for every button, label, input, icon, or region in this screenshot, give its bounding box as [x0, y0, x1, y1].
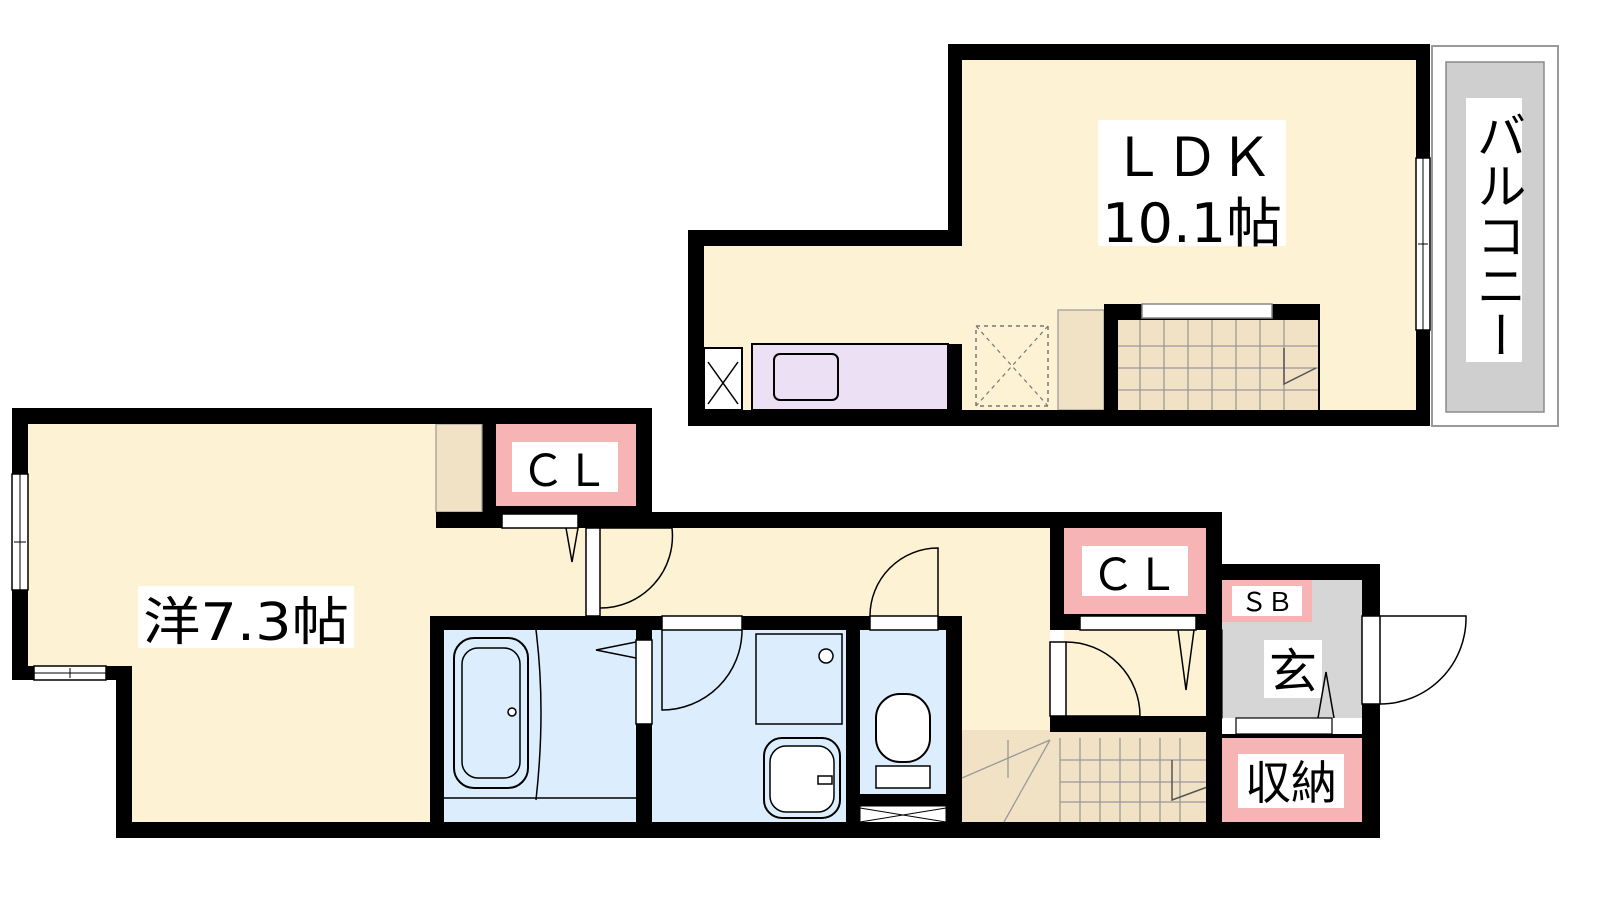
storage-label-bg [1238, 754, 1344, 808]
closet-1-door[interactable] [501, 513, 579, 529]
closet-2-label-bg [1082, 546, 1188, 596]
faucet [817, 775, 833, 785]
stair-rail [1141, 303, 1273, 319]
hall-door-swing [1065, 641, 1141, 717]
storage-label: 収納 [1245, 756, 1337, 810]
bathtub-drain [507, 707, 517, 717]
washing-machine [755, 633, 843, 725]
western-label-bg [138, 586, 354, 648]
ldk-beige-block [1057, 309, 1105, 411]
closet-2-door-swing [1177, 629, 1195, 691]
upper-stairs [1118, 320, 1318, 410]
storage-box-cross [975, 325, 1049, 407]
shoe-box-label-bg [1232, 586, 1302, 616]
closet-1-door-swing [565, 527, 579, 563]
closet-1-label: ＣＬ [521, 446, 609, 497]
lower-floor: ＣＬ [11, 408, 1467, 838]
upper-stair-arrow [1283, 348, 1317, 386]
toilet-door[interactable] [869, 615, 939, 631]
washroom-door-swing [661, 629, 743, 711]
fridge-cross [707, 361, 739, 405]
ldk-label-bg [1098, 120, 1286, 246]
hall-lower-floor [1064, 630, 1208, 720]
bath-sliding-door[interactable] [635, 639, 653, 725]
front-door-swing [1379, 615, 1467, 705]
counter-end-wall [948, 344, 962, 410]
entrance-right-wall-top [1362, 564, 1380, 616]
bathtub-inner [461, 647, 521, 779]
toilet-tank [875, 765, 931, 789]
lower-stair-arrow [1171, 760, 1211, 802]
toilet-bowl [875, 693, 931, 763]
wash-basin-inner [769, 745, 835, 813]
closet-2-label: ＣＬ [1091, 550, 1179, 601]
closet-1-label-bg [512, 442, 618, 492]
entrance-bottom-line [1235, 717, 1333, 735]
bath-door[interactable] [595, 641, 637, 659]
ldk-name-label: ＬＤＫ [1111, 126, 1273, 189]
washing-machine-dial [818, 648, 834, 664]
entrance-label: 玄 [1269, 644, 1317, 700]
western-room-label: 洋7.3帖 [143, 593, 349, 653]
western-room-door[interactable] [585, 527, 601, 617]
lower-walls [12, 408, 1380, 838]
shoe-box-label: ＳＢ [1241, 588, 1293, 618]
balcony-label-bg [1466, 98, 1522, 362]
toilet-door-swing [869, 547, 939, 617]
entrance-label-bg [1264, 640, 1322, 698]
balcony-label: バルコニー [1469, 110, 1527, 360]
western-shelf [435, 423, 483, 513]
hall-door[interactable] [1049, 641, 1067, 717]
shoe-box-door [1317, 671, 1335, 719]
kitchen-sink [773, 353, 839, 401]
hallway-floor [586, 528, 1050, 730]
washroom-door[interactable] [661, 615, 743, 631]
upper-floor: バルコニー [688, 44, 1559, 427]
ldk-walls [688, 44, 1430, 426]
lower-stairs-upper-wall [1050, 716, 1222, 732]
closet-2-door[interactable] [1079, 615, 1197, 631]
entrance-frame [1206, 564, 1380, 580]
ldk-size-label: 10.1帖 [1102, 192, 1282, 255]
front-door[interactable] [1361, 615, 1381, 705]
toilet-storage-cross [859, 807, 947, 823]
lower-stair-treads [961, 738, 1210, 823]
western-room-door-swing [599, 527, 674, 609]
lower-stairs [962, 730, 1210, 822]
bath-floor-line [535, 629, 542, 801]
